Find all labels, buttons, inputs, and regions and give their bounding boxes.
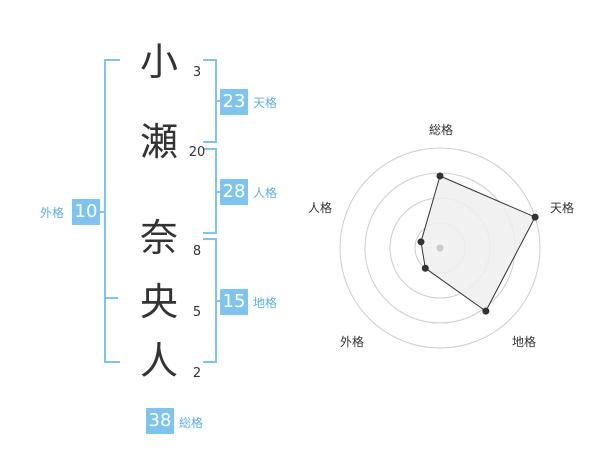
radar-center-dot: [436, 244, 444, 252]
radar-points: [417, 172, 539, 315]
gaikaku-bracket-tick: [104, 297, 118, 299]
gaikaku-bracket: [104, 59, 120, 363]
soukaku-label: 総格: [179, 416, 204, 430]
radar-point-4: [421, 264, 429, 272]
radar-point-5: [417, 238, 425, 246]
name-char-3: 奈: [139, 216, 178, 260]
stroke-count-2: 20: [188, 145, 206, 160]
name-char-5: 人: [139, 339, 178, 383]
axis-label-tenkaku: 天格: [550, 200, 574, 215]
radar-shape: [420, 175, 536, 312]
name-char-1: 小: [139, 40, 178, 84]
soukaku-badge: 38: [146, 408, 174, 434]
axis-label-jinkaku: 人格: [308, 200, 332, 215]
gaikaku-badge: 10: [72, 199, 100, 225]
chikaku-label: 地格: [253, 296, 278, 310]
radar-point-1: [436, 172, 444, 180]
radar-point-2: [531, 213, 539, 221]
axis-label-gaikaku: 外格: [340, 334, 364, 349]
stroke-count-1: 3: [192, 65, 202, 80]
tenkaku-badge: 23: [220, 89, 248, 115]
stroke-count-3: 8: [192, 244, 202, 259]
jinkaku-label: 人格: [253, 186, 278, 200]
radar-ring: [339, 147, 541, 349]
chikaku-connector: [215, 300, 220, 302]
axis-label-chikaku: 地格: [512, 334, 536, 349]
name-char-4: 央: [139, 280, 178, 324]
name-char-2: 瀬: [139, 120, 178, 164]
gaikaku-connector: [100, 211, 104, 213]
jinkaku-connector: [215, 191, 220, 193]
stroke-count-4: 5: [192, 305, 202, 320]
jinkaku-badge: 28: [220, 179, 248, 205]
tenkaku-label: 天格: [253, 96, 278, 110]
tenkaku-connector: [215, 100, 220, 102]
radar-point-3: [482, 307, 490, 315]
chikaku-badge: 15: [220, 289, 248, 315]
gaikaku-label: 外格: [40, 206, 65, 220]
stroke-count-5: 2: [192, 366, 202, 381]
axis-label-soukaku: 総格: [429, 122, 453, 137]
